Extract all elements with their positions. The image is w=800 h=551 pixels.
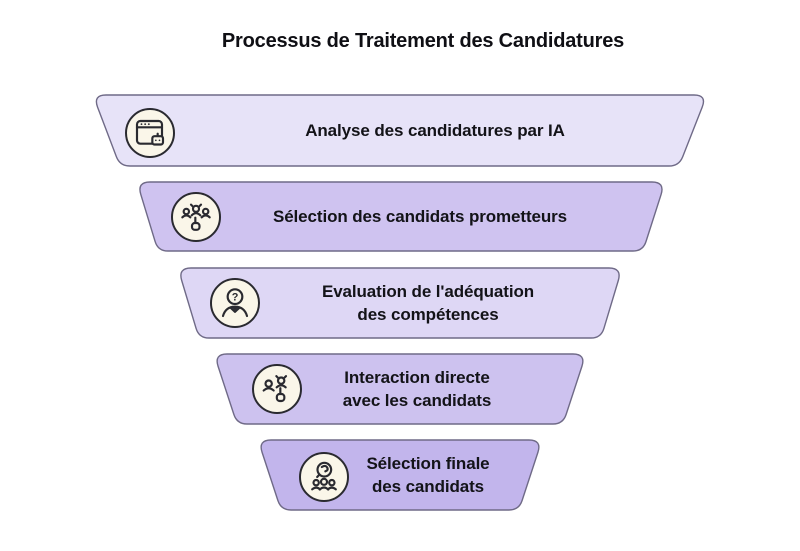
- funnel-stage-shape-2: [139, 181, 663, 252]
- stage-4-icon-circle: [252, 364, 302, 414]
- promising-candidates-icon: [181, 203, 211, 231]
- svg-text:?: ?: [232, 292, 239, 304]
- stage-5-icon-circle: [299, 452, 349, 502]
- direct-interaction-icon: [262, 375, 288, 403]
- funnel-stage-shape-4: [216, 353, 584, 425]
- stage-3-label: Evaluation de l'adéquation des compétenc…: [321, 282, 535, 324]
- stage-1-icon-circle: [125, 108, 175, 158]
- stage-2-label: Sélection des candidats prometteurs: [272, 207, 568, 226]
- funnel-stage-shape-1: [95, 94, 705, 167]
- skills-assessment-icon: ?: [221, 288, 249, 318]
- funnel-stage-shape-3: [180, 267, 620, 339]
- page-title: Processus de Traitement des Candidatures: [221, 30, 625, 52]
- stage-4-label: Interaction directe avec les candidats: [342, 368, 492, 410]
- stage-1-label: Analyse des candidatures par IA: [305, 121, 565, 140]
- stage-3-icon-circle: ?: [210, 278, 260, 328]
- stage-2-icon-circle: [171, 192, 221, 242]
- ai-application-analysis-icon: [135, 119, 165, 146]
- final-selection-icon: [311, 461, 337, 491]
- stage-5-label: Sélection finale des candidats: [366, 454, 490, 496]
